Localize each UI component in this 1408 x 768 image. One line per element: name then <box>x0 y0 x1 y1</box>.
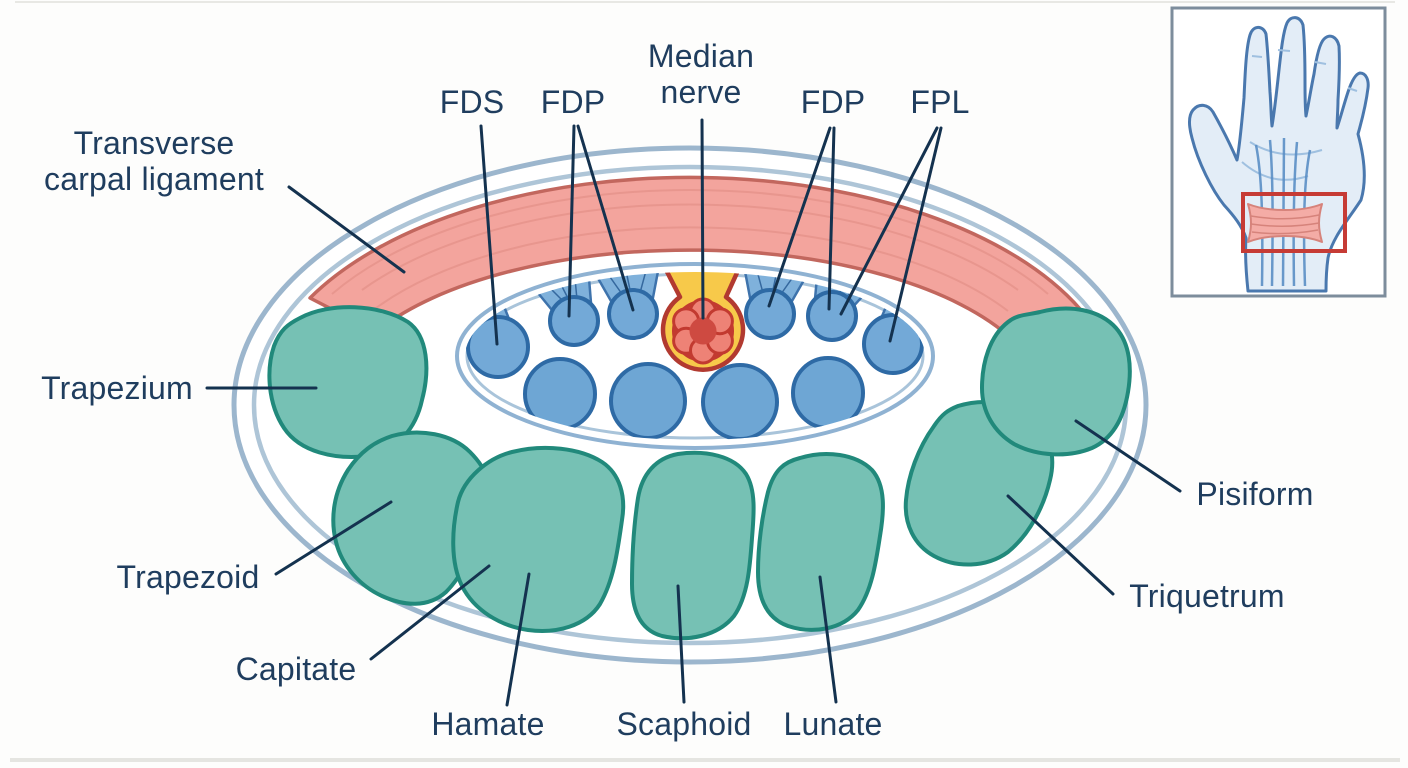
fds-tendon <box>466 315 530 379</box>
lunate-bone <box>756 452 885 632</box>
leader-hamate <box>505 572 531 707</box>
label-median-nerve: Median nerve <box>647 38 755 110</box>
label-lunate: Lunate <box>783 706 883 742</box>
capitate-hamate-bone <box>451 445 626 633</box>
leader-lines <box>205 118 1182 707</box>
label-triquetrum: Triquetrum <box>1129 578 1285 614</box>
fpl-tendon <box>862 313 924 375</box>
label-fpl: FPL <box>910 84 970 120</box>
leader-fds <box>479 124 499 346</box>
label-scaphoid: Scaphoid <box>616 706 752 742</box>
carpal-bones <box>267 305 1132 641</box>
scaphoid-bone <box>630 450 756 641</box>
fdp-tendon-3 <box>744 288 796 340</box>
fdp-tendon-4 <box>806 290 858 342</box>
label-capitate: Capitate <box>235 651 357 687</box>
tendon-circles-upper <box>466 288 924 379</box>
leader-fdp-right-a <box>767 126 832 308</box>
label-trapezoid: Trapezoid <box>116 559 260 595</box>
label-trapezium: Trapezium <box>41 370 193 406</box>
hand-inset <box>1170 6 1387 298</box>
fdp-tendon-1 <box>548 295 600 347</box>
inset-tendons <box>1254 137 1312 287</box>
leader-triquetrum <box>1006 494 1115 596</box>
nerve-core <box>689 317 717 345</box>
label-fdp-right: FDP <box>800 84 866 120</box>
leader-fpl-a <box>839 126 939 316</box>
label-hamate: Hamate <box>431 706 545 742</box>
fdp-tendon-2 <box>607 288 659 340</box>
label-transverse-carpal-ligament: Transverse carpal ligament <box>44 125 264 197</box>
leader-scaphoid <box>676 584 686 704</box>
leader-trapezoid <box>274 500 393 576</box>
label-fds: FDS <box>439 84 505 120</box>
pisiform-bone <box>980 306 1132 457</box>
ligament-band <box>308 175 1082 342</box>
label-fdp-left: FDP <box>540 84 606 120</box>
leader-fdp-left-b <box>576 124 635 312</box>
tendon-circles-lower <box>523 356 865 440</box>
leader-pisiform <box>1074 419 1182 493</box>
leader-fpl-b <box>888 126 943 343</box>
leader-fdp-left-a <box>567 124 576 318</box>
label-pisiform: Pisiform <box>1196 476 1314 512</box>
inset-hand <box>1188 16 1370 293</box>
leader-capitate <box>369 564 491 661</box>
leader-lunate <box>818 575 838 704</box>
leader-median-nerve <box>700 118 705 320</box>
leader-fdp-right-b <box>827 126 836 311</box>
leader-ligament <box>287 185 406 274</box>
trapezoid-bone <box>331 430 492 606</box>
inset-highlight-rect <box>1241 192 1347 253</box>
inset-ligament-band <box>1247 203 1323 243</box>
